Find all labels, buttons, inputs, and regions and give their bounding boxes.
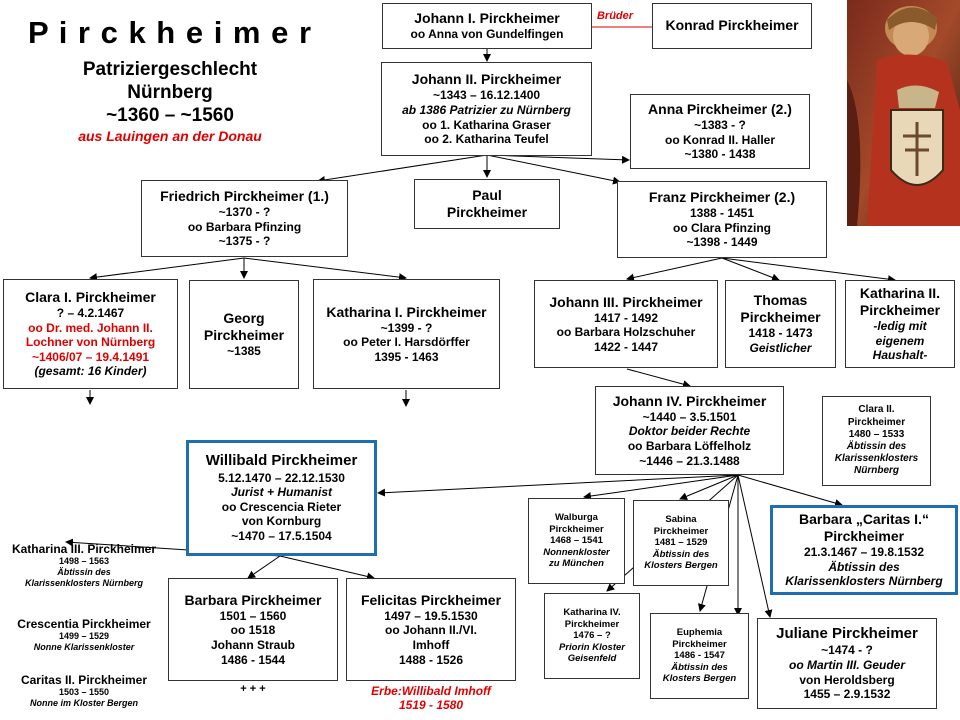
- person-name: Euphemia Pirckheimer: [672, 627, 727, 650]
- person-paul[interactable]: Paul Pirckheimer: [414, 179, 560, 229]
- person-friedrich[interactable]: Friedrich Pirckheimer (1.) ~1370 - ? oo …: [141, 180, 348, 257]
- title-line2: Nürnberg: [127, 81, 213, 103]
- person-willibald[interactable]: Willibald Pirckheimer 5.12.1470 – 22.12.…: [186, 440, 377, 556]
- title-years: ~1360 – ~1560: [106, 104, 234, 126]
- family-name: P i r c k h e i m e r: [27, 15, 313, 50]
- person-johann-3[interactable]: Johann III. Pirckheimer 1417 - 1492 oo B…: [534, 280, 718, 368]
- person-name: Thomas Pirckheimer: [740, 292, 821, 326]
- person-juliane[interactable]: Juliane Pirckheimer ~1474 - ? oo Martin …: [757, 618, 937, 709]
- person-konrad[interactable]: Konrad Pirckheimer: [652, 3, 812, 49]
- person-name: Paul Pirckheimer: [446, 186, 528, 220]
- person-johann-4[interactable]: Johann IV. Pirckheimer ~1440 – 3.5.1501 …: [595, 386, 784, 475]
- person-felicitas[interactable]: Felicitas Pirckheimer 1497 – 19.5.1530 o…: [346, 578, 516, 681]
- person-name: Johann III. Pirckheimer: [549, 293, 703, 310]
- person-name: Katharina I. Pirckheimer: [326, 303, 487, 320]
- person-name: Katharina IV. Pirckheimer: [563, 607, 621, 630]
- person-georg[interactable]: Georg Pirckheimer ~1385: [189, 280, 299, 389]
- person-name: Felicitas Pirckheimer: [360, 591, 502, 608]
- person-name: Friedrich Pirckheimer (1.): [160, 188, 329, 205]
- person-katharina-1[interactable]: Katharina I. Pirckheimer ~1399 - ? oo Pe…: [313, 279, 500, 389]
- person-name: Clara II. Pirckheimer: [847, 404, 906, 428]
- barbara-descendants: + + +: [240, 683, 266, 695]
- felicitas-heir: Erbe:Willibald Imhoff 1519 - 1580: [371, 684, 491, 713]
- person-johann-1[interactable]: Johann I. Pirckheimer oo Anna von Gundel…: [382, 3, 592, 49]
- person-name: Katharina II. Pirckheimer: [859, 284, 941, 319]
- person-sabina[interactable]: Sabina Pirckheimer 1481 – 1529 Äbtissin …: [633, 500, 729, 586]
- person-name: Barbara Pirckheimer: [184, 591, 322, 608]
- person-franz[interactable]: Franz Pirckheimer (2.) 1388 - 1451 oo Cl…: [617, 181, 827, 258]
- person-clara-1[interactable]: Clara I. Pirckheimer ? – 4.2.1467 oo Dr.…: [3, 279, 178, 389]
- willibald-child-1: Katharina III. Pirckheimer 1498 – 1563 Ä…: [11, 542, 157, 588]
- person-katharina-4[interactable]: Katharina IV. Pirckheimer 1476 – ? Prior…: [544, 593, 640, 679]
- person-name: Johann I. Pirckheimer: [414, 10, 560, 27]
- person-barbara-pirckheimer[interactable]: Barbara Pirckheimer 1501 – 1560 oo 1518 …: [168, 578, 338, 681]
- person-name: Georg Pirckheimer: [203, 310, 285, 344]
- person-walburga[interactable]: Walburga Pirckheimer 1468 – 1541 Nonnenk…: [528, 498, 625, 584]
- person-name: Clara I. Pirckheimer: [25, 288, 156, 305]
- person-thomas[interactable]: Thomas Pirckheimer 1418 - 1473 Geistlich…: [725, 280, 836, 368]
- person-name: Johann IV. Pirckheimer: [612, 392, 767, 409]
- person-name: Johann II. Pirckheimer: [411, 71, 562, 88]
- person-barbara-caritas[interactable]: Barbara „Caritas I.“ Pirckheimer 21.3.14…: [770, 505, 958, 595]
- person-name: Juliane Pirckheimer: [776, 625, 918, 643]
- person-clara-2[interactable]: Clara II. Pirckheimer 1480 – 1533 Äbtiss…: [822, 396, 931, 486]
- person-name: Sabina Pirckheimer: [653, 514, 709, 537]
- title-block: P i r c k h e i m e r Patriziergeschlech…: [20, 14, 320, 144]
- person-name: Franz Pirckheimer (2.): [648, 189, 796, 206]
- person-name: Willibald Pirckheimer: [205, 452, 358, 470]
- person-johann-2[interactable]: Johann II. Pirckheimer ~1343 – 16.12.140…: [381, 62, 592, 156]
- person-euphemia[interactable]: Euphemia Pirckheimer 1486 - 1547 Äbtissi…: [650, 613, 749, 699]
- coat-of-arms-portrait: [847, 0, 960, 226]
- person-anna[interactable]: Anna Pirckheimer (2.) ~1383 - ? oo Konra…: [630, 94, 810, 169]
- title-origin: aus Lauingen an der Donau: [78, 127, 262, 144]
- brothers-label: Brüder: [596, 10, 634, 22]
- willibald-child-3: Caritas II. Pirckheimer 1503 – 1550 Nonn…: [20, 673, 148, 709]
- willibald-child-2: Crescentia Pirckheimer 1499 – 1529 Nonne…: [17, 617, 151, 653]
- person-name: Walburga Pirckheimer: [549, 512, 604, 535]
- person-katharina-2[interactable]: Katharina II. Pirckheimer -ledig mit eig…: [845, 280, 955, 368]
- person-name: Barbara „Caritas I.“ Pirckheimer: [799, 510, 929, 545]
- person-name: Anna Pirckheimer (2.): [648, 101, 792, 118]
- title-line1: Patriziergeschlecht: [82, 59, 258, 81]
- person-name: Konrad Pirckheimer: [665, 17, 799, 34]
